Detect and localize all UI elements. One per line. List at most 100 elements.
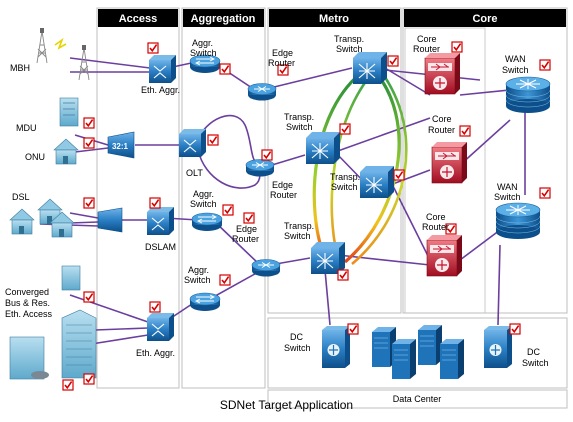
label-aggr-switch-2a: Aggr. [193,189,214,199]
label-dc-switch-1b: Switch [284,343,311,353]
checkbox-onu[interactable] [83,137,95,149]
label-converged-2: Bus & Res. [5,298,50,308]
aggr-switch-2[interactable] [191,212,223,232]
core-router-1[interactable] [424,52,461,95]
label-transp-switch-1b: Switch [336,44,363,54]
checkbox-dslam[interactable] [149,197,161,209]
wan-switch-2[interactable] [495,202,541,240]
checkbox-dc-switch-2[interactable] [509,323,521,335]
label-core-router-1a: Core [417,34,437,44]
label-splitter: 32:1 [112,142,129,151]
label-dc-switch-2b: Switch [522,358,549,368]
links [39,57,526,346]
cell-tower-icon [78,44,90,81]
checkbox-eth-aggr-top[interactable] [147,42,159,54]
checkbox-wan-switch-1[interactable] [539,59,551,71]
eth-aggr-switch-top[interactable] [148,54,177,84]
label-core-router-3b: Router [422,222,449,232]
checkbox-dc-switch-1[interactable] [347,323,359,335]
server-icon [417,324,443,366]
label-edge-router-1a: Edge [272,48,293,58]
splitter-icon[interactable] [107,131,135,159]
label-core-router-2b: Router [428,125,455,135]
checkbox-core-router-1[interactable] [451,41,463,53]
transport-switch-3[interactable] [359,165,395,199]
storage-icon [31,371,49,379]
checkbox-aggr-switch-1[interactable] [219,63,231,75]
edge-router-3[interactable] [251,259,281,277]
checkbox-transport-switch-1[interactable] [387,55,399,67]
label-aggr-switch-3b: Switch [184,275,211,285]
edge-router-1[interactable] [247,83,277,101]
checkbox-olt[interactable] [207,134,219,146]
transport-switch-2[interactable] [305,131,341,165]
converged-group: Converged Bus & Res. Eth. Access [5,265,97,391]
olt-switch[interactable] [178,128,207,158]
mdu-group: MDU [16,97,95,133]
checkbox-core-router-2[interactable] [459,125,471,137]
header-core: Core [472,13,497,25]
label-onu: ONU [25,152,45,162]
label-core-router-2a: Core [432,114,452,124]
header-aggregation: Aggregation [191,13,256,25]
server-farm [371,324,465,380]
dc-switch-1[interactable] [321,325,351,369]
label-core-router-3a: Core [426,212,446,222]
mdu-building-icon [59,97,79,127]
label-transp-switch-3a: Transp. [330,172,360,182]
label-eth-aggr-top: Eth. Aggr. [141,85,180,95]
label-transp-switch-4a: Transp. [284,221,314,231]
label-transp-switch-3b: Switch [331,182,358,192]
checkbox-converged-left[interactable] [62,379,74,391]
server-icon [439,338,465,380]
wan-switch-1[interactable] [505,76,551,114]
checkbox-transport-switch-2[interactable] [339,123,351,135]
aggr-switch-3[interactable] [189,292,221,312]
label-transp-switch-2b: Switch [286,122,313,132]
label-transp-switch-1a: Transp. [334,34,364,44]
checkbox-aggr-switch-2[interactable] [222,204,234,216]
label-mdu: MDU [16,123,37,133]
core-router-2[interactable] [431,141,468,184]
label-olt: OLT [186,168,203,178]
dslam-switch[interactable] [146,206,175,236]
label-aggr-switch-2b: Switch [190,199,217,209]
checkbox-wan-switch-2[interactable] [539,187,551,199]
checkbox-converged-top[interactable] [83,291,95,303]
label-aggr-switch-1a: Aggr. [192,38,213,48]
server-icon [391,338,417,380]
dc-switch-2[interactable] [483,325,513,369]
label-dc-switch-2a: DC [527,347,540,357]
label-aggr-switch-1b: Switch [190,48,217,58]
cell-tower-icon [36,27,48,64]
label-dsl: DSL [12,192,30,202]
checkbox-edge-router-3[interactable] [243,212,255,224]
checkbox-transport-switch-4[interactable] [337,269,349,281]
diagram-caption: SDNet Target Application [219,398,354,412]
checkbox-mdu[interactable] [83,117,95,129]
checkbox-edge-router-2[interactable] [261,149,273,161]
checkbox-aggr-switch-3[interactable] [219,274,231,286]
core-router-3[interactable] [426,234,463,277]
wireless-signal-icon [54,37,67,50]
mbh-group: MBH [10,27,90,81]
label-converged-3: Eth. Access [5,309,53,319]
checkbox-converged-right[interactable] [83,373,95,385]
label-transp-switch-2a: Transp. [284,112,314,122]
label-dc-switch-1a: DC [290,332,303,342]
label-edge-router-3a: Edge [236,224,257,234]
transport-switch-4[interactable] [310,241,346,275]
dsl-house-icon [9,208,35,235]
dsl-splitter-icon[interactable] [97,207,123,233]
checkbox-transport-switch-3[interactable] [393,169,405,181]
label-edge-router-1b: Router [268,58,295,68]
transport-switch-1[interactable] [352,51,388,85]
header-access: Access [119,13,158,25]
checkbox-eth-aggr-bottom[interactable] [149,301,161,313]
checkbox-dsl[interactable] [83,197,95,209]
building-icon [61,265,81,291]
eth-aggr-switch-bottom[interactable] [146,312,175,342]
edge-router-2[interactable] [245,159,275,177]
onu-house-icon [53,138,79,165]
